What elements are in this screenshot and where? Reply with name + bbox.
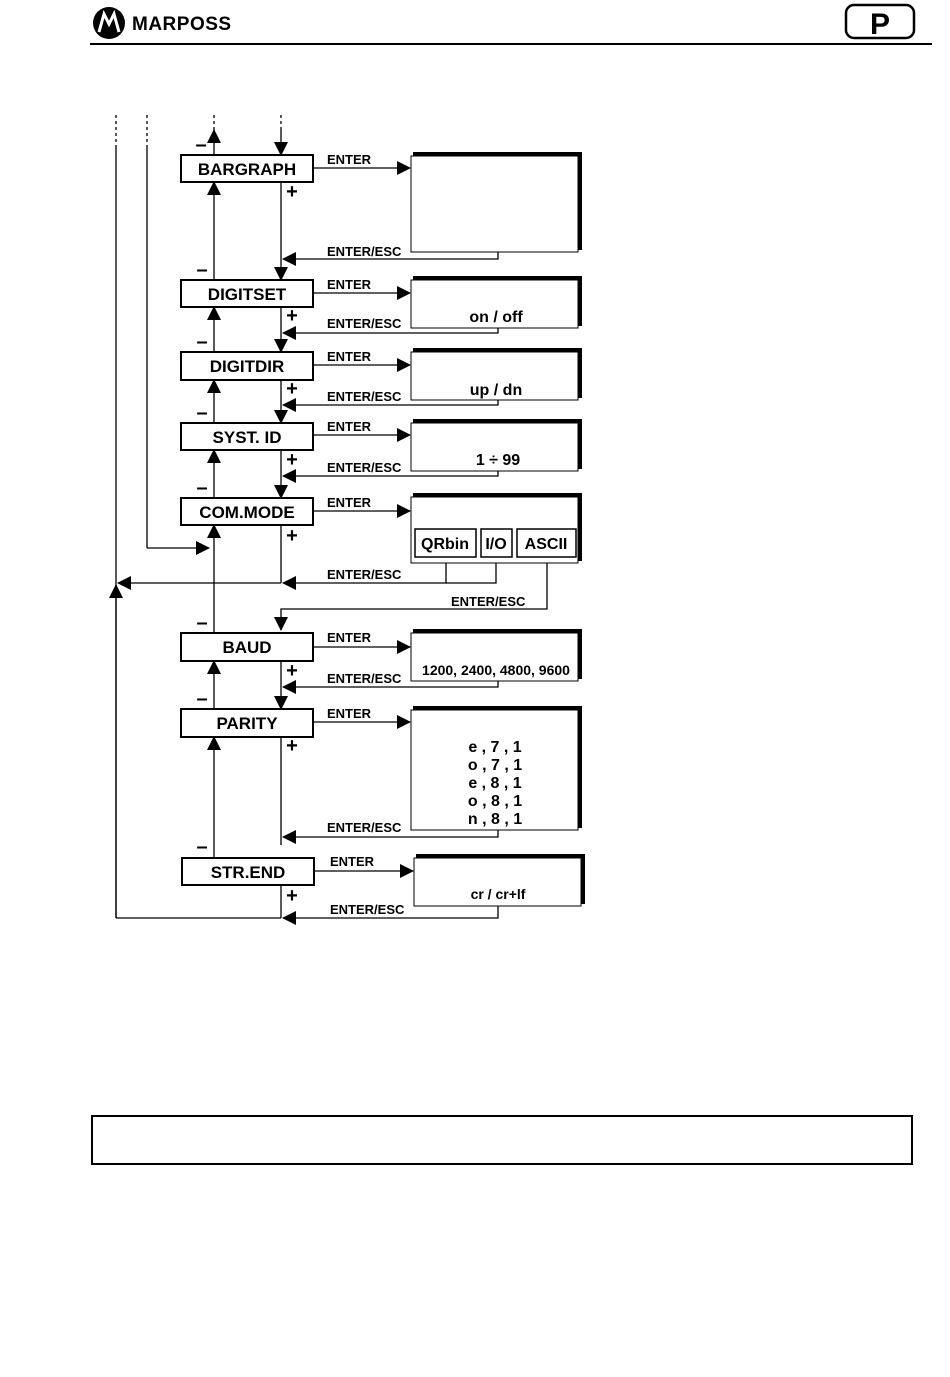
- display-parity: [410, 706, 582, 831]
- minus-sign: –: [196, 477, 207, 499]
- minus-sign: –: [196, 402, 207, 424]
- menu-flow-diagram: BARGRAPH DIGITSET DIGITDIR SYST. ID COM.…: [109, 115, 585, 925]
- plus-sign: +: [286, 378, 298, 400]
- brand-name: MARPOSS: [132, 14, 232, 35]
- minus-sign: –: [196, 331, 207, 353]
- menu-digitdir[interactable]: DIGITDIR: [210, 357, 285, 376]
- display-digitdir: [410, 348, 582, 401]
- minus-sign: –: [195, 134, 206, 156]
- display-strend: [413, 854, 585, 907]
- option-qrbin[interactable]: QRbin: [421, 536, 469, 553]
- enter-esc-label: ENTER/ESC: [327, 316, 402, 331]
- enter-esc-label: ENTER/ESC: [327, 244, 402, 259]
- value-strend: cr / cr+lf: [471, 886, 526, 902]
- value-parity-4: o , 8 , 1: [468, 793, 522, 810]
- enter-label: ENTER: [327, 277, 372, 292]
- menu-str-end[interactable]: STR.END: [211, 863, 286, 882]
- option-ascii[interactable]: ASCII: [525, 536, 568, 553]
- value-digitset: on / off: [469, 309, 523, 326]
- section-badge: P: [870, 8, 890, 41]
- enter-esc-label: ENTER/ESC: [327, 671, 402, 686]
- badge-frame: [844, 3, 916, 40]
- enter-esc-label: ENTER/ESC: [327, 460, 402, 475]
- value-parity-2: o , 7 , 1: [468, 757, 522, 774]
- plus-sign: +: [286, 660, 298, 682]
- menu-digitset[interactable]: DIGITSET: [208, 285, 287, 304]
- enter-esc-label: ENTER/ESC: [327, 567, 402, 582]
- plus-sign: +: [286, 525, 298, 547]
- display-systid: [410, 419, 582, 472]
- value-parity-1: e , 7 , 1: [468, 739, 521, 756]
- display-bargraph: [410, 152, 582, 253]
- note-box: [91, 1115, 913, 1165]
- enter-label: ENTER: [327, 706, 372, 721]
- display-baud: [410, 629, 582, 682]
- enter-esc-label: ENTER/ESC: [327, 389, 402, 404]
- enter-esc-label: ENTER/ESC: [327, 820, 402, 835]
- plus-sign: +: [286, 885, 298, 907]
- minus-sign: –: [196, 836, 207, 858]
- minus-sign: –: [196, 612, 207, 634]
- minus-sign: –: [196, 688, 207, 710]
- value-parity-3: e , 8 , 1: [468, 775, 521, 792]
- enter-esc-label: ENTER/ESC: [330, 902, 405, 917]
- enter-label: ENTER: [327, 419, 372, 434]
- enter-label: ENTER: [327, 349, 372, 364]
- plus-sign: +: [286, 181, 298, 203]
- marposs-logo-icon: [93, 7, 125, 39]
- enter-esc-label: ENTER/ESC: [451, 594, 526, 609]
- enter-label: ENTER: [330, 854, 375, 869]
- option-io[interactable]: I/O: [485, 536, 506, 553]
- menu-baud[interactable]: BAUD: [222, 638, 271, 657]
- menu-parity[interactable]: PARITY: [216, 714, 278, 733]
- menu-bargraph[interactable]: BARGRAPH: [198, 160, 296, 179]
- value-parity-5: n , 8 , 1: [468, 811, 522, 828]
- minus-sign: –: [196, 259, 207, 281]
- page-header: MARPOSS P: [90, 3, 932, 45]
- plus-sign: +: [286, 449, 298, 471]
- value-digitdir: up / dn: [470, 382, 522, 399]
- plus-sign: +: [286, 735, 298, 757]
- enter-label: ENTER: [327, 495, 372, 510]
- enter-label: ENTER: [327, 630, 372, 645]
- menu-syst-id[interactable]: SYST. ID: [213, 428, 282, 447]
- display-digitset: [410, 276, 582, 329]
- plus-sign: +: [286, 305, 298, 327]
- value-baud: 1200, 2400, 4800, 9600: [422, 662, 570, 678]
- menu-com-mode[interactable]: COM.MODE: [199, 503, 294, 522]
- enter-label: ENTER: [327, 152, 372, 167]
- value-systid: 1 ÷ 99: [476, 452, 520, 469]
